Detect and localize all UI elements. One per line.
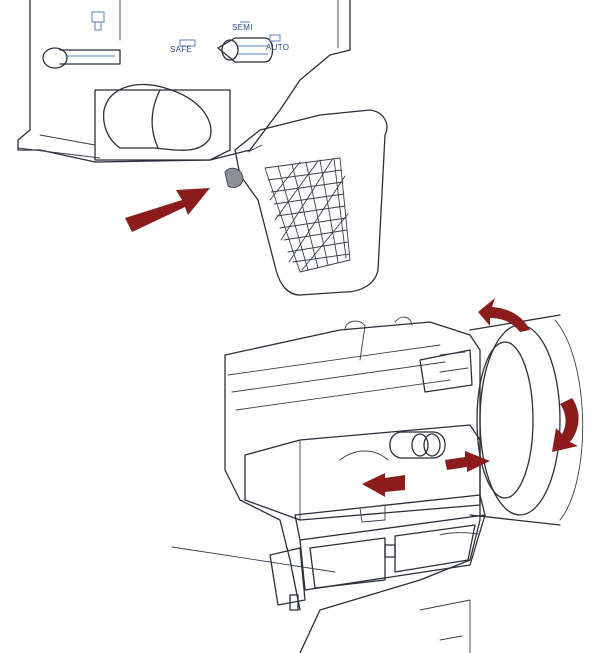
magazine-release-button (102, 83, 212, 151)
upper-receiver-figure (171, 314, 584, 653)
red-arrow-button (125, 188, 210, 232)
red-arrow-rotate-side (552, 398, 579, 452)
bolt-carrier (339, 431, 446, 461)
bolt-catch-button (224, 167, 244, 189)
red-arrow-left (362, 473, 405, 497)
selector-label-safe: SAFE (170, 45, 192, 54)
lower-receiver-figure: SAFE SEMI AUTO (17, 0, 388, 296)
small-screw (91, 11, 105, 31)
selector-label-semi: SEMI (232, 23, 253, 32)
selector-switch (179, 21, 281, 63)
pistol-grip (234, 109, 388, 296)
takedown-pin (42, 47, 121, 69)
red-arrow-right (445, 451, 490, 472)
selector-label-auto: AUTO (266, 43, 289, 52)
receiver-lower-line (17, 134, 101, 159)
lower-side-plate (269, 547, 306, 606)
receiver-inner-line (119, 0, 339, 49)
dust-cover (294, 494, 486, 591)
red-arrow-rotate-top (478, 298, 530, 332)
red-arrows-rotation (478, 298, 579, 452)
grip-checkering (264, 157, 351, 273)
trigger-guard (94, 89, 231, 161)
receiver-outline (17, 0, 351, 163)
ejection-port-recess (244, 424, 481, 521)
leader-line (171, 546, 336, 573)
